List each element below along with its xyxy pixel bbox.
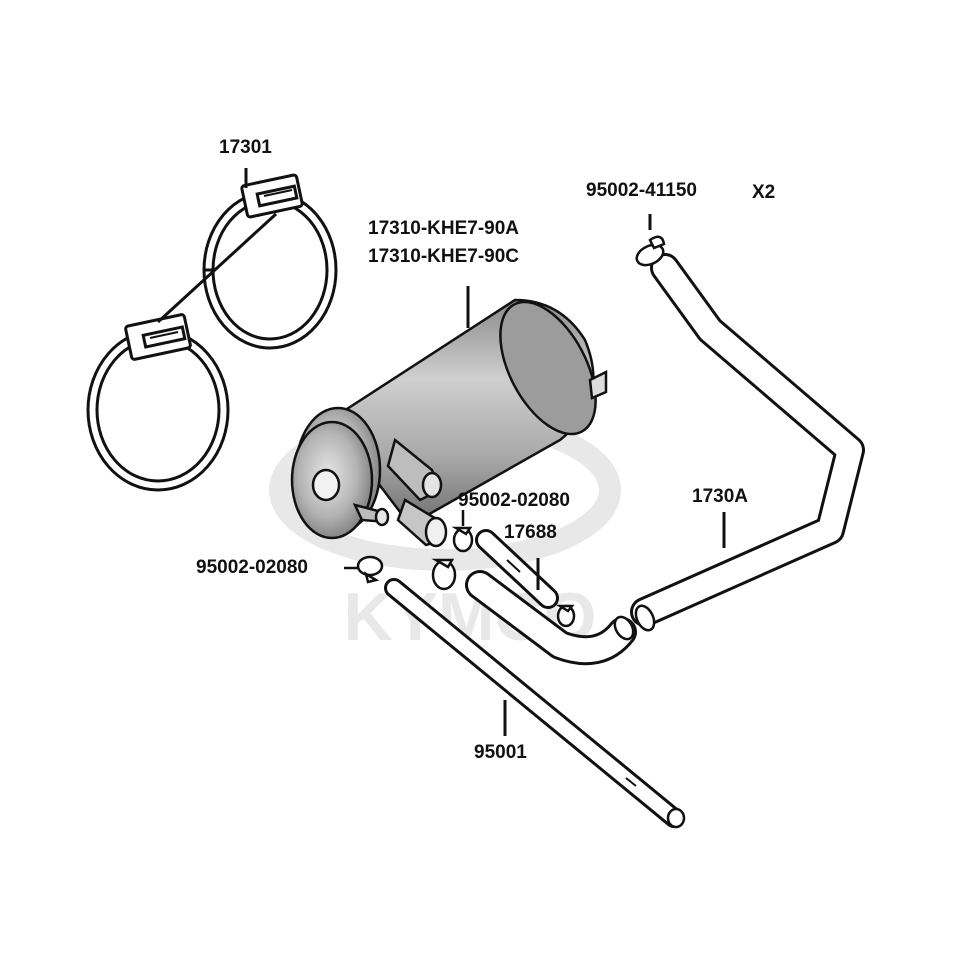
clip-top-hose xyxy=(635,235,666,267)
clip-left-small xyxy=(356,555,384,584)
label-qty-x2: X2 xyxy=(752,182,776,203)
label-canister-90c: 17310-KHE7-90C xyxy=(368,246,520,267)
label-95001: 95001 xyxy=(474,742,527,763)
label-17301: 17301 xyxy=(219,137,272,158)
clip-lower-right xyxy=(555,604,576,628)
label-clip-left: 95002-02080 xyxy=(196,557,308,578)
straight-tube-95001 xyxy=(384,578,686,829)
hose-1730a xyxy=(630,253,865,632)
charcoal-canister xyxy=(290,298,608,548)
clip-mid xyxy=(431,558,457,591)
label-17688: 17688 xyxy=(504,522,557,543)
hose-short-curved xyxy=(465,570,637,666)
clamp-link-line xyxy=(156,212,278,324)
label-clip-right: 95002-02080 xyxy=(458,490,570,511)
label-1730a: 1730A xyxy=(692,486,748,507)
label-clip-41150: 95002-41150 xyxy=(586,180,697,201)
label-canister-90a: 17310-KHE7-90A xyxy=(368,218,520,239)
hose-clamp-rear xyxy=(202,173,338,350)
clip-right-small xyxy=(451,526,474,553)
hose-clamp-front xyxy=(86,313,230,492)
